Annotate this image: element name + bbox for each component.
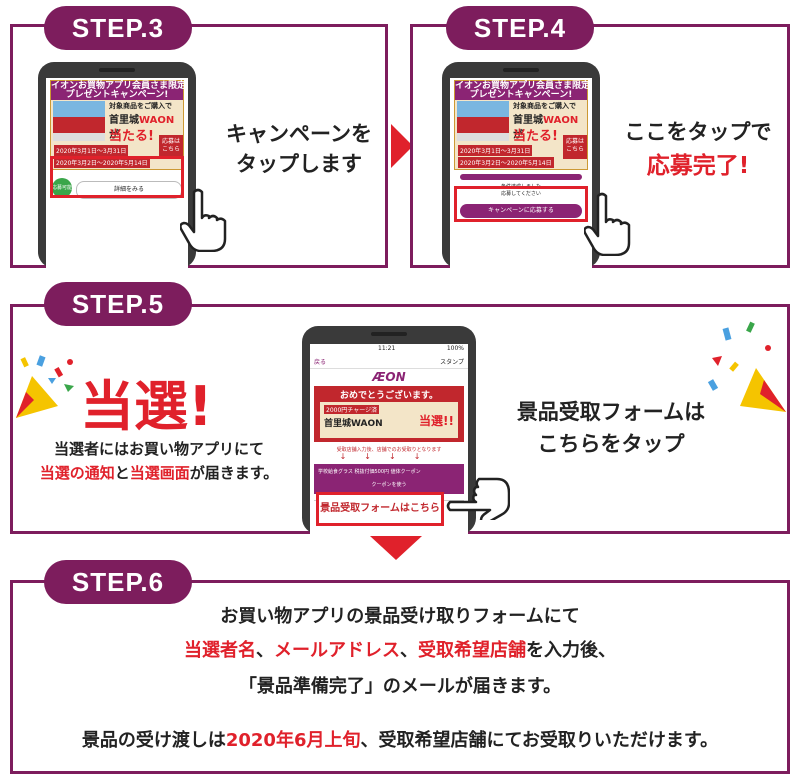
line4-a: 景品の受け渡しは — [81, 730, 226, 751]
banner-win: 当たる! — [513, 129, 558, 144]
back-link[interactable]: 戻る — [314, 359, 327, 366]
prize-card: 2000円チャージ済 首里城WAON 当選!! — [320, 402, 458, 438]
banner-waon: WAON — [139, 115, 175, 126]
step-arrow-down — [370, 536, 422, 560]
congrats-text: おめでとうございます。 — [339, 391, 439, 401]
step5-right-line2: こちらをタップ — [537, 432, 685, 456]
apply-button[interactable]: キャンペーンに応募する — [460, 204, 582, 218]
banner-date2: 2020年3月2日〜2020年5月14日 — [458, 157, 554, 168]
party-popper-icon — [707, 321, 786, 412]
step4-phone: イオンお買物アプリ会員さま限定 プレゼントキャンペーン! 対象商品をご購入で 首… — [442, 62, 600, 268]
step3-phone: イオンお買物アプリ会員さま限定 プレゼントキャンペーン! 対象商品をご購入で 首… — [38, 62, 196, 268]
prize-win: 当選!! — [419, 414, 454, 428]
sep1: 、 — [256, 640, 274, 661]
banner-date1: 2020年3月1日〜3月31日 — [458, 145, 533, 156]
step3-line1: キャンペーンを — [226, 122, 372, 146]
win-title: 当選! — [80, 375, 213, 438]
aeon-logo: ÆON — [372, 370, 406, 384]
step6-line3: 「景品準備完了」のメールが届きます。 — [238, 676, 562, 697]
prize-sub: 2000円チャージ済 — [324, 405, 380, 414]
step6-tag: STEP.6 — [44, 560, 192, 604]
line4-b: 、受取希望店舗にてお受取りいただけます。 — [360, 730, 719, 751]
email-text: メールアドレス — [274, 640, 400, 661]
step3-line2: タップします — [236, 152, 362, 176]
prize-form-link-text: 景品受取フォームはこちら — [320, 503, 440, 514]
banner-win: 当たる! — [109, 129, 154, 144]
banner-waon: WAON — [543, 115, 579, 126]
step4-line1: ここをタップで — [624, 120, 772, 144]
campaign-banner[interactable]: イオンお買物アプリ会員さま限定 プレゼントキャンペーン! 対象商品をご購入で 首… — [50, 80, 187, 170]
down-arrows: ↓↓↓↓ — [339, 452, 439, 461]
pointing-hand-icon — [584, 192, 631, 256]
delivery-date: 2020年6月上旬 — [225, 730, 361, 751]
coupon-text: 学校給食グラス 税抜付価500円 値体クーポン — [318, 469, 421, 475]
banner-place-text: 首里城 — [109, 115, 139, 126]
progress-bar — [460, 174, 582, 180]
step6-line1: お買い物アプリの景品受け取りフォームにて — [220, 606, 580, 627]
pointing-hand-left-icon — [446, 477, 510, 520]
banner-date2: 2020年3月2日〜2020年5月14日 — [54, 157, 150, 168]
win-desc-line1: 当選者にはお買い物アプリにて — [53, 440, 264, 458]
win-desc-mid: と — [114, 464, 130, 482]
phone-speaker — [371, 332, 407, 336]
stamp-link[interactable]: スタンプ — [440, 359, 464, 366]
apply-badge: 応募は こちら — [563, 135, 587, 159]
apply-badge: 応募は こちら — [159, 135, 183, 159]
banner-top-text: イオンお買物アプリ会員さま限定 プレゼントキャンペーン! — [51, 81, 187, 100]
congrats-banner: おめでとうございます。 2000円チャージ済 首里城WAON 当選!! — [314, 386, 464, 442]
win-screen-text: 当選画面 — [129, 464, 190, 482]
store-text: 受取希望店舗 — [418, 640, 526, 661]
banner-lead: 対象商品をご購入で — [109, 102, 172, 110]
coupon-button[interactable]: クーポンを使う — [371, 482, 407, 488]
prize-name: 首里城WAON — [324, 419, 383, 429]
step6-line4: 景品の受け渡しは2020年6月上旬、受取希望店舗にてお受取りいただけます。 — [20, 726, 780, 752]
banner-place-text: 首里城 — [513, 115, 543, 126]
step6-panel — [10, 580, 790, 774]
step5-right-line1: 景品受取フォームは — [516, 400, 706, 424]
banner-ga: が — [109, 130, 119, 141]
step4-tag: STEP.4 — [446, 6, 594, 50]
nav-bar: 戻る スタンプ — [310, 354, 468, 369]
banner-top-text: イオンお買物アプリ会員さま限定 プレゼントキャンペーン! — [455, 81, 591, 100]
sep2: 、 — [400, 640, 418, 661]
win-desc-line2: 当選の通知と当選画面が届きます。 — [24, 462, 294, 483]
step5-tag: STEP.5 — [44, 282, 192, 326]
win-desc-end: が届きます。 — [189, 464, 279, 482]
castle-image — [53, 101, 105, 141]
campaign-banner: イオンお買物アプリ会員さま限定 プレゼントキャンペーン! 対象商品をご購入で 首… — [454, 80, 591, 170]
banner-ga: が — [513, 130, 523, 141]
apply-available-badge: 応募可能 — [52, 178, 72, 198]
step4-highlight — [454, 186, 588, 222]
winner-name-text: 当選者名 — [184, 640, 256, 661]
step4-line2: 応募完了! — [646, 153, 750, 179]
status-time: 11:21 — [378, 345, 396, 352]
banner-place: 首里城WAON が — [513, 111, 587, 141]
line2-end: を入力後、 — [526, 640, 616, 661]
step3-highlight — [50, 156, 184, 198]
banner-date1: 2020年3月1日〜3月31日 — [54, 145, 129, 156]
step4-screen: イオンお買物アプリ会員さま限定 プレゼントキャンペーン! 対象商品をご購入で 首… — [450, 78, 592, 268]
step3-screen: イオンお買物アプリ会員さま限定 プレゼントキャンペーン! 対象商品をご購入で 首… — [46, 78, 188, 268]
castle-image — [457, 101, 509, 141]
banner-place: 首里城WAON が — [109, 111, 183, 141]
banner-lead: 対象商品をご購入で — [513, 102, 576, 110]
store-note: 受取店舗入力後、店舗でのお受取りとなります — [336, 447, 442, 453]
step3-tag: STEP.3 — [44, 6, 192, 50]
phone-speaker — [99, 68, 135, 72]
party-popper-icon — [16, 355, 74, 418]
step-arrow-right — [391, 124, 413, 168]
phone-speaker — [503, 68, 539, 72]
pointing-hand-icon — [180, 188, 227, 252]
coupon-card: 学校給食グラス 税抜付価500円 値体クーポン クーポンを使う — [314, 464, 464, 494]
prize-form-link[interactable]: 景品受取フォームはこちら — [316, 492, 444, 526]
status-bar: 11:21 100% — [310, 344, 468, 354]
step6-line2: 当選者名、メールアドレス、受取希望店舗を入力後、 — [20, 636, 780, 662]
status-battery: 100% — [446, 345, 464, 352]
win-notice-text: 当選の通知 — [39, 464, 115, 482]
